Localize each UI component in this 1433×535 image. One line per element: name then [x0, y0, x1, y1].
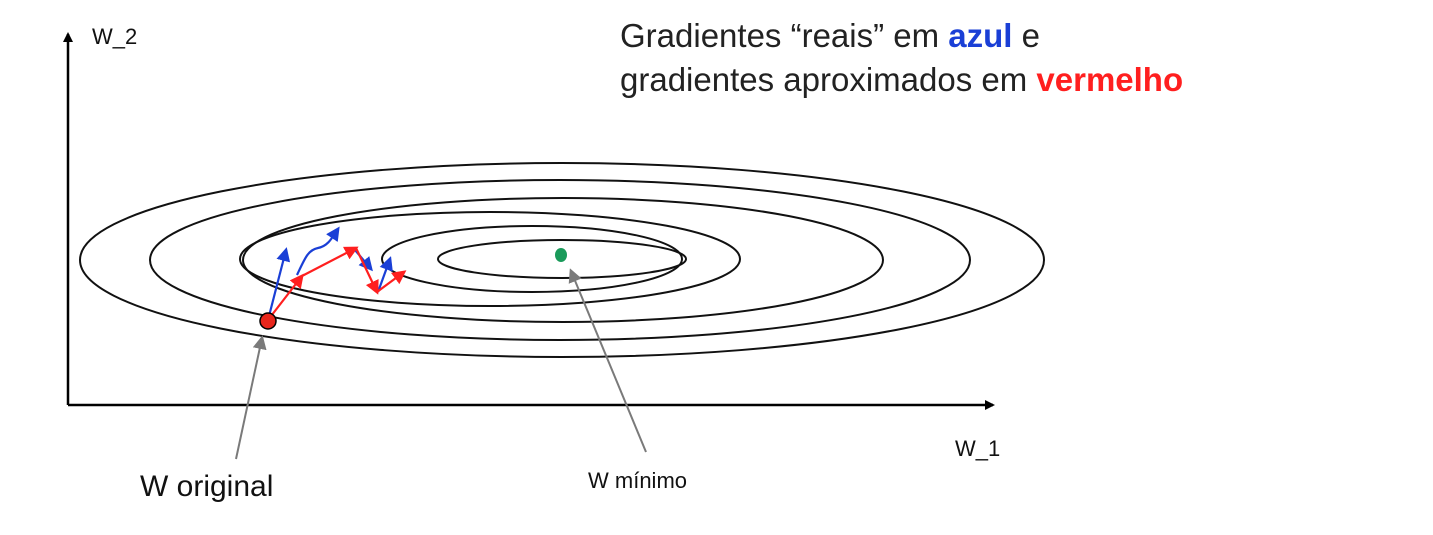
contour-ring-6 [437, 239, 687, 279]
red-arrow-3 [355, 247, 379, 295]
caption-red-word: vermelho [1036, 61, 1184, 98]
diagram-caption: Gradientes “reais” em azul e gradientes … [620, 14, 1183, 102]
minimum-pointer-arrow [568, 268, 647, 453]
y-axis-label: W_2 [92, 24, 138, 49]
minimum-point [555, 248, 567, 262]
caption-line-2: gradientes aproximados em vermelho [620, 58, 1183, 102]
original-point-label: W original [140, 470, 274, 503]
approx-gradient-arrows [267, 246, 407, 321]
caption-line-1-suffix: e [1012, 17, 1040, 54]
caption-line-2-prefix: gradientes aproximados em [620, 61, 1037, 98]
original-point [259, 312, 277, 330]
red-arrow-4 [376, 270, 407, 293]
x-axis-label: W_1 [955, 436, 1001, 461]
minimum-point-label: W mínimo [588, 468, 687, 493]
caption-line-1: Gradientes “reais” em azul e [620, 14, 1183, 58]
blue-arrow-1 [266, 247, 291, 321]
original-pointer-arrow [235, 335, 267, 460]
contour-ring-3 [242, 197, 884, 323]
blue-arrow-4 [376, 256, 393, 293]
contour-ring-2 [149, 179, 971, 341]
blue-arrow-2 [296, 226, 340, 276]
caption-line-1-prefix: Gradientes “reais” em [620, 17, 949, 54]
contour-lines [79, 162, 1045, 358]
contour-ring-4 [239, 211, 741, 307]
caption-blue-word: azul [948, 17, 1013, 54]
true-gradient-arrows [266, 226, 393, 321]
red-arrow-1 [267, 273, 304, 321]
red-arrow-2 [301, 246, 359, 277]
contour-ring-1 [79, 162, 1045, 358]
contour-ring-5 [381, 225, 683, 293]
